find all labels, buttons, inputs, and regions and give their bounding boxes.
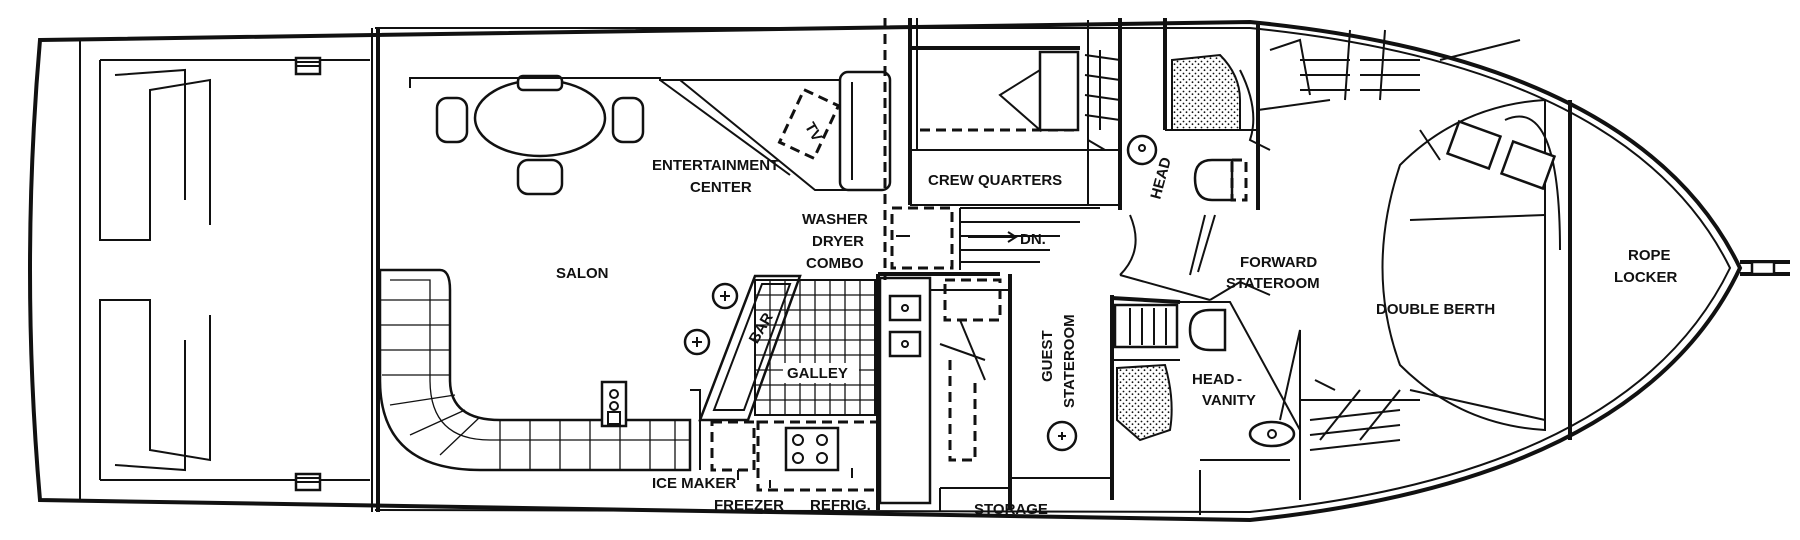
entertainment-wall: [659, 79, 791, 176]
tv-cabinet: [777, 87, 841, 161]
cockpit: [79, 28, 380, 512]
salon-label: SALON: [556, 265, 609, 282]
head-vanity-label-2: VANITY: [1202, 392, 1256, 409]
head-vanity-label: HEAD: [1192, 371, 1235, 388]
entertainment-center-label-2: CENTER: [690, 179, 752, 196]
cooktop: [784, 426, 840, 472]
galley-sink: [888, 294, 922, 322]
hull-outline: [28, 19, 1743, 523]
tv-label: TV: [801, 120, 825, 145]
freezer-label: FREEZER: [714, 497, 784, 514]
double-berth-label: DOUBLE BERTH: [1376, 301, 1495, 318]
crew-quarters: [908, 18, 1121, 206]
galley-floor: [754, 279, 876, 416]
ice-maker: [710, 420, 756, 472]
storage-label: STORAGE: [974, 501, 1048, 518]
guest-head: [1111, 296, 1420, 515]
ice-maker-label: ICE MAKER: [652, 475, 736, 492]
rope-locker-label: ROPE: [1628, 247, 1671, 264]
forward-stateroom-label: FORWARD: [1240, 254, 1317, 271]
bar: BAR: [683, 274, 802, 422]
refrig-label: REFRIG.: [810, 497, 871, 514]
head-fwd-label: HEAD: [1147, 155, 1174, 201]
washer-label: WASHER: [802, 211, 868, 228]
dining-table: [435, 74, 645, 196]
head-vanity-dash: -: [1237, 371, 1242, 388]
double-berth: [1381, 98, 1546, 432]
dryer-label: DRYER: [812, 233, 864, 250]
crew-quarters-label: CREW QUARTERS: [928, 172, 1062, 189]
rope-locker-label-2: LOCKER: [1614, 269, 1678, 286]
freezer-refrig: [756, 420, 880, 492]
forward-stateroom-label-2: STATEROOM: [1226, 275, 1320, 292]
washer-dryer: [890, 206, 954, 270]
combo-label: COMBO: [806, 255, 864, 272]
hull-inner-outline: [374, 27, 1732, 514]
guest-stateroom-label: GUEST: [1039, 330, 1056, 382]
salon-settee: [378, 268, 701, 472]
guest-stateroom: [939, 274, 1114, 510]
dn-label: DN.: [1020, 231, 1046, 248]
anchor-roller: [1750, 260, 1776, 276]
entertainment-center-label: ENTERTAINMENT: [652, 157, 779, 174]
forward-head: [1118, 18, 1271, 210]
galley-label: GALLEY: [787, 365, 848, 382]
salon-settee-fwd: [838, 70, 892, 192]
guest-stateroom-label-2: STATEROOM: [1061, 314, 1078, 408]
forward-stateroom: [1256, 24, 1571, 432]
